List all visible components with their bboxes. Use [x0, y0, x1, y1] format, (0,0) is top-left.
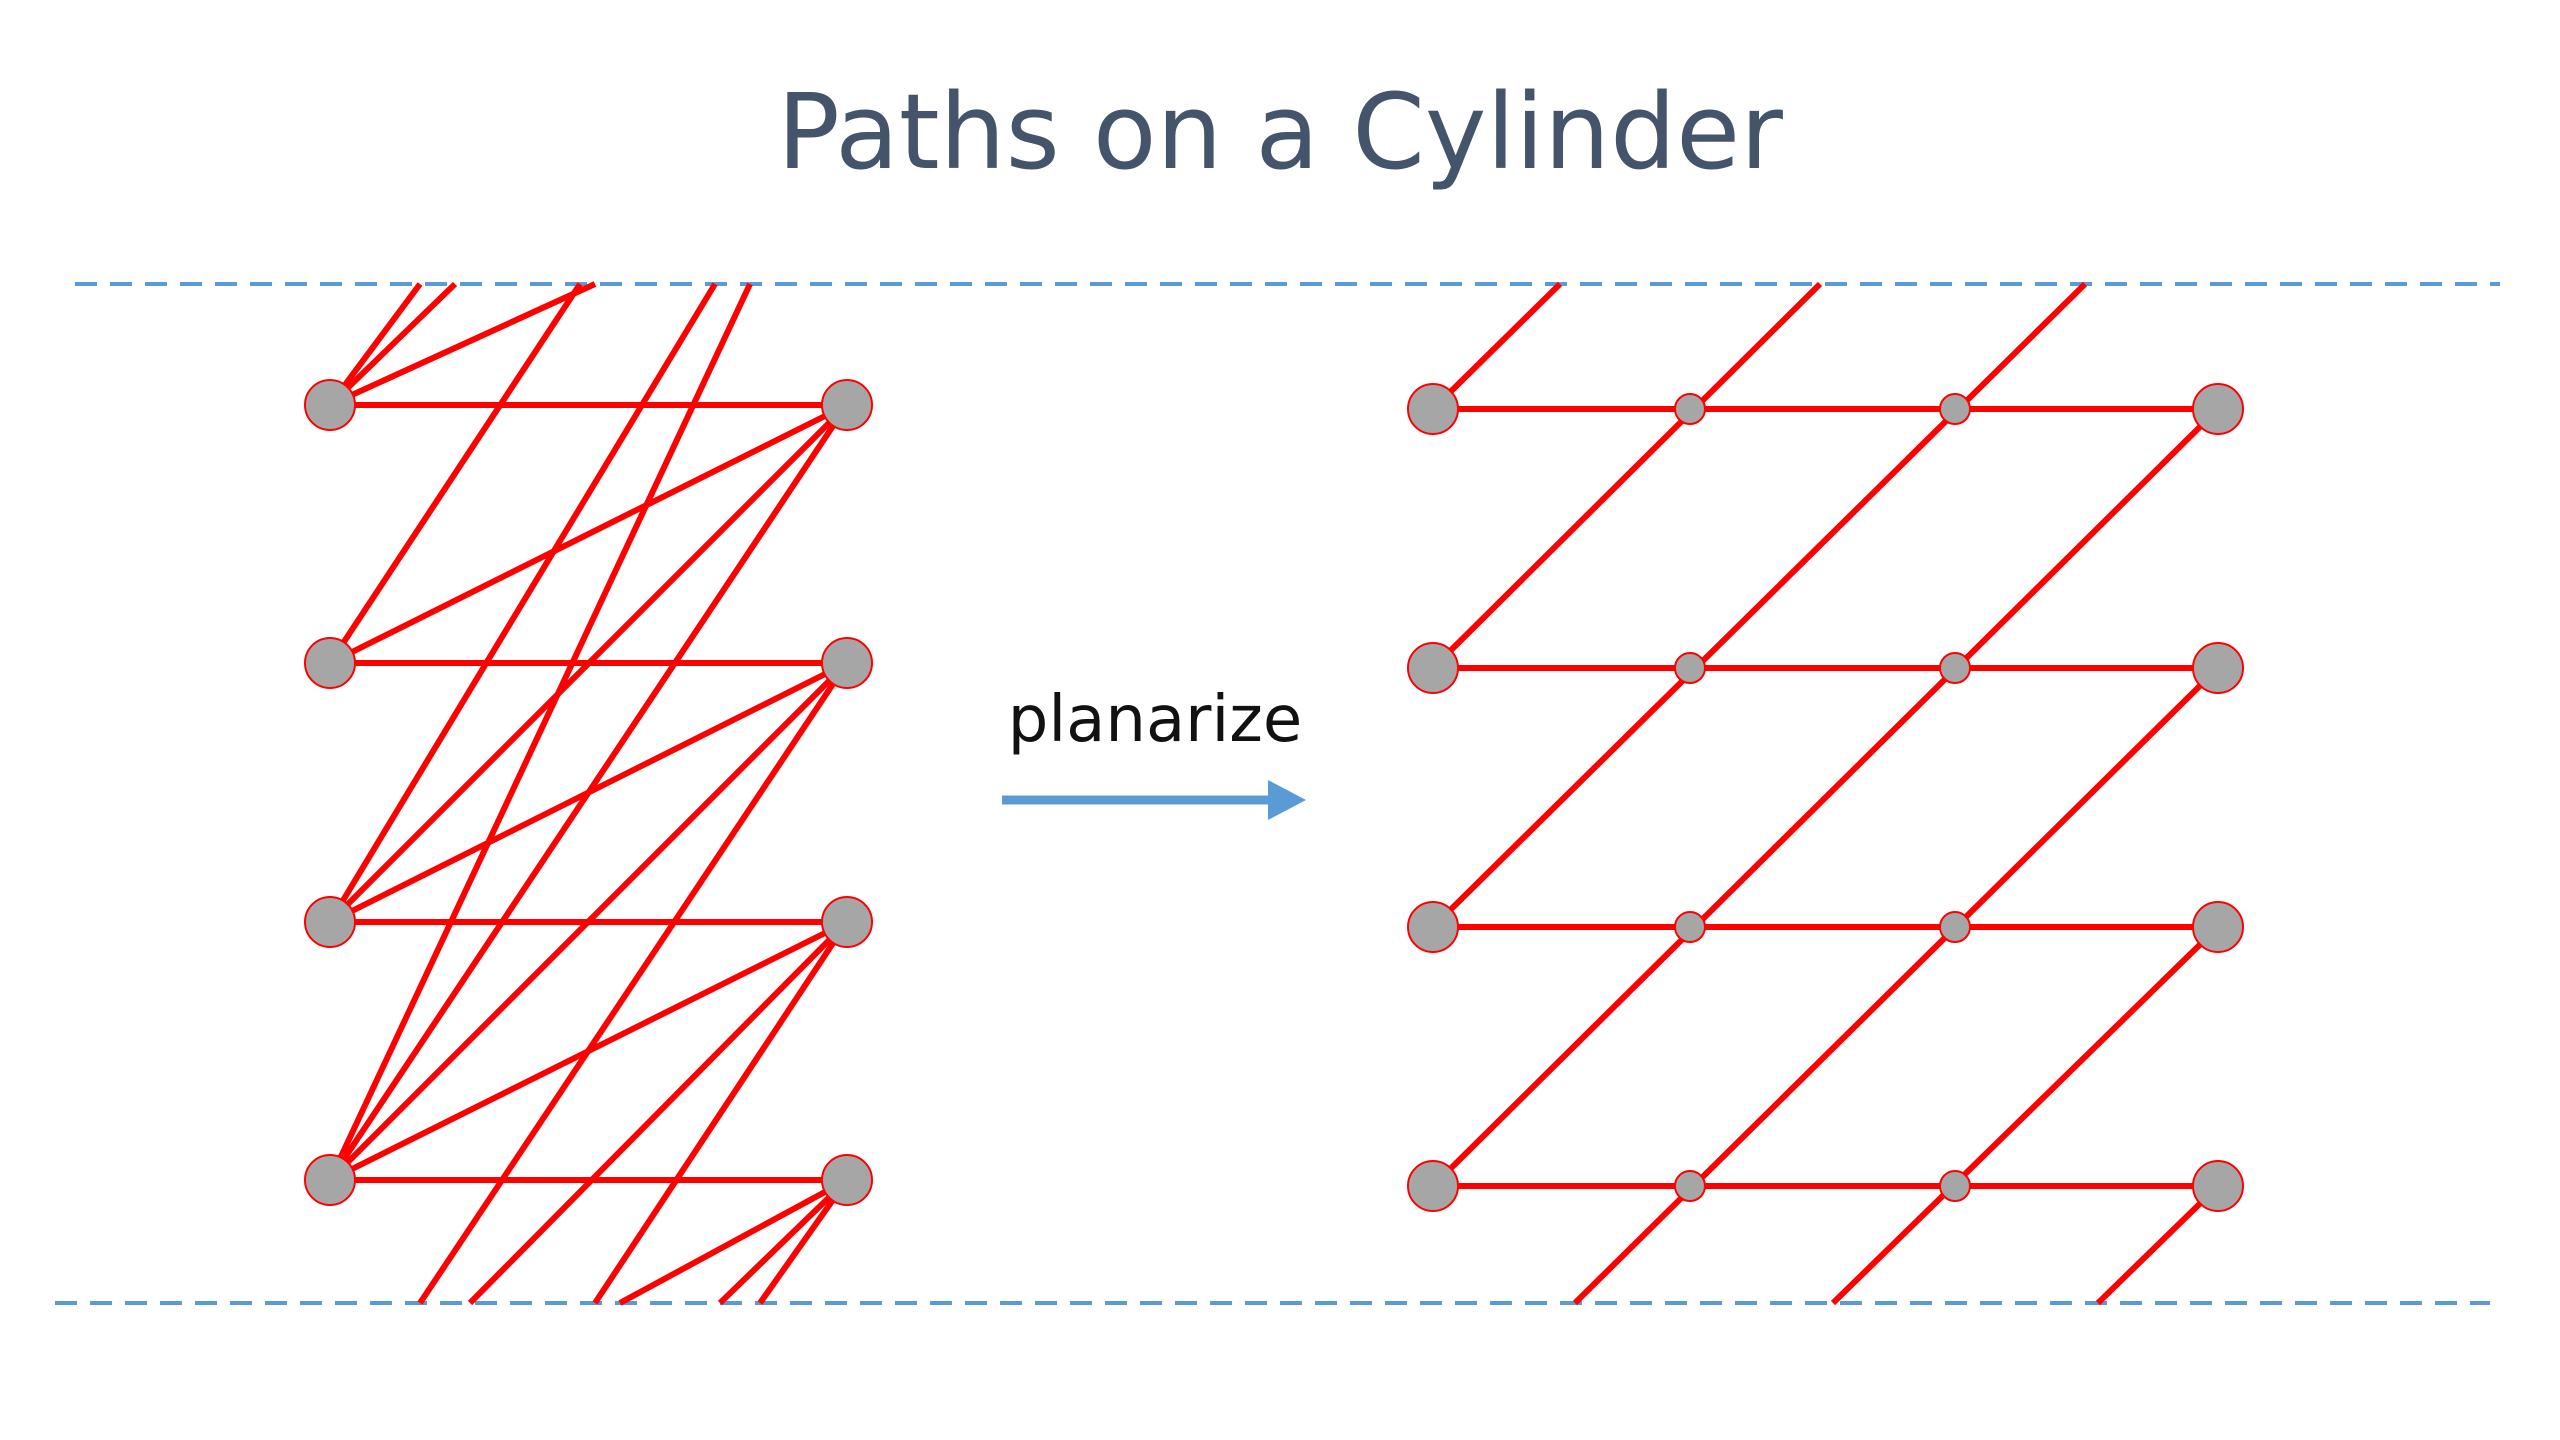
graph-edge [1430, 281, 1823, 671]
graph-vertex [1407, 1160, 1459, 1212]
graph-vertex [2192, 1160, 2244, 1212]
crossing-vertex [1674, 393, 1706, 425]
graph-edge [327, 282, 583, 665]
graph-vertex [2192, 901, 2244, 953]
graph-vertex [304, 896, 356, 948]
graph-edge [327, 660, 850, 1183]
graph-edge [1430, 281, 2088, 930]
graph-vertex [304, 379, 356, 431]
graph-vertex [304, 637, 356, 689]
graph-vertex [2192, 383, 2244, 435]
graph-vertex [1407, 642, 1459, 694]
graph-edge [1430, 281, 1563, 412]
graph-vertex [1407, 901, 1459, 953]
graph-vertex [2192, 642, 2244, 694]
crossing-vertex [1939, 1170, 1971, 1202]
graph-edge [2095, 1183, 2221, 1306]
graph-edge [467, 919, 850, 1306]
left-graph-vertices [304, 379, 873, 1206]
left-graph [327, 281, 850, 1306]
graph-vertex [821, 896, 873, 948]
graph-vertex [821, 379, 873, 431]
crossing-vertex [1939, 911, 1971, 943]
graph-edge [328, 402, 849, 666]
right-graph [1430, 281, 2221, 1306]
graph-edge [592, 920, 850, 1305]
graph-edge [328, 281, 597, 408]
crossing-vertex [1939, 393, 1971, 425]
graph-edge [618, 1177, 849, 1306]
graph-vertex [821, 637, 873, 689]
graph-vertex [304, 1154, 356, 1206]
crossing-vertex [1939, 652, 1971, 684]
crossing-vertex [1674, 652, 1706, 684]
graph-vertex [1407, 383, 1459, 435]
graph-edge [1572, 665, 2221, 1306]
graph-edge [717, 1177, 850, 1306]
crossing-vertex [1674, 1170, 1706, 1202]
right-graph-vertices [1407, 383, 2244, 1212]
slide-title: Paths on a Cylinder [777, 71, 1783, 193]
graph-edge [327, 281, 458, 408]
graph-edge [1430, 406, 2221, 1189]
graph-edge [327, 402, 850, 925]
right-graph-crossing-vertices [1674, 393, 1971, 1202]
crossing-vertex [1674, 911, 1706, 943]
graph-edge [328, 919, 849, 1183]
graph-vertex [821, 1154, 873, 1206]
graph-edge [327, 282, 718, 924]
planarize-arrow [1002, 780, 1306, 820]
arrow-label: planarize [1007, 683, 1303, 757]
graph-edge [328, 660, 849, 925]
graph-edge [327, 282, 753, 1182]
graph-edge [417, 661, 850, 1305]
graph-edge [1830, 924, 2221, 1306]
